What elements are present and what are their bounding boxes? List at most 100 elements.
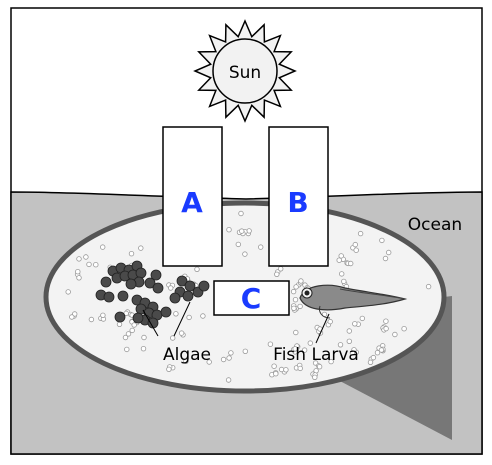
particle-speck <box>186 314 192 321</box>
particle-speck <box>379 237 385 244</box>
particle-speck <box>178 330 185 336</box>
particle-speck <box>93 262 99 268</box>
particle-speck <box>100 312 106 318</box>
particle-speck <box>339 271 345 277</box>
particle-speck <box>267 341 274 347</box>
sun-icon <box>193 19 297 123</box>
particle-speck <box>183 358 189 364</box>
particle-speck <box>173 311 179 317</box>
box-a-label: A <box>181 186 203 219</box>
particle-speck <box>124 346 130 353</box>
algae-cell <box>114 311 126 323</box>
particle-speck <box>128 250 135 257</box>
fish-larva-icon <box>299 284 408 319</box>
particle-speck <box>293 284 299 290</box>
particle-speck <box>338 253 344 259</box>
particle-speck <box>297 365 303 372</box>
particle-speck <box>65 289 71 295</box>
particle-speck <box>292 297 299 303</box>
algae-cell <box>152 282 164 294</box>
particle-speck <box>298 278 304 284</box>
particle-speck <box>167 285 174 291</box>
algae-cluster <box>95 260 210 329</box>
fish-larva-label: Fish Larva <box>273 345 359 365</box>
particle-speck <box>99 244 106 250</box>
particle-speck <box>228 350 234 356</box>
particle-speck <box>76 256 82 262</box>
particle-speck <box>88 316 95 323</box>
particle-speck <box>206 359 212 365</box>
box-c-label: C <box>241 282 262 315</box>
particle-speck <box>238 210 244 217</box>
particle-speck <box>367 359 374 365</box>
box-a <box>162 126 223 267</box>
particle-speck <box>283 367 289 373</box>
particle-speck <box>328 358 334 365</box>
particle-speck <box>129 327 135 334</box>
ocean-label: Ocean <box>408 215 462 235</box>
algae-cell <box>169 292 181 304</box>
particle-speck <box>374 350 381 356</box>
particle-speck <box>316 364 323 370</box>
algae-cell <box>117 290 129 302</box>
algae-cell <box>182 290 194 302</box>
particle-speck <box>271 363 277 369</box>
particle-speck <box>235 241 241 248</box>
algae-pointer-line <box>142 309 159 337</box>
particle-speck <box>336 257 342 263</box>
particle-speck <box>86 261 92 268</box>
fish-pointer-line <box>315 313 330 344</box>
particle-speck <box>341 278 347 285</box>
box-c <box>213 280 290 316</box>
particle-speck <box>293 329 299 336</box>
particle-speck <box>225 377 232 383</box>
particle-speck <box>258 244 264 250</box>
particle-speck <box>292 346 298 352</box>
algae-cell <box>125 278 137 290</box>
particle-speck <box>226 226 232 233</box>
particle-speck <box>386 249 392 256</box>
particle-speck <box>359 315 365 322</box>
particle-speck <box>125 331 132 337</box>
algae-cell <box>160 306 172 318</box>
particle-speck <box>278 266 284 272</box>
particle-speck <box>69 314 75 320</box>
particle-speck <box>75 269 81 275</box>
algae-label: Algae <box>163 345 211 365</box>
particle-speck <box>346 328 352 334</box>
particle-speck <box>401 326 407 332</box>
particle-speck <box>220 356 227 363</box>
algae-cell <box>132 312 144 324</box>
particle-speck <box>349 350 356 356</box>
algae-cell <box>100 276 112 288</box>
particle-speck <box>83 254 89 260</box>
particle-speck <box>140 346 147 352</box>
particle-speck <box>357 230 364 237</box>
particle-speck <box>337 342 344 348</box>
particle-speck <box>194 266 200 272</box>
particle-speck <box>242 348 248 354</box>
particle-speck <box>352 321 358 327</box>
algae-cell <box>176 275 188 287</box>
particle-speck <box>200 313 206 319</box>
particle-speck <box>353 247 359 253</box>
particle-speck <box>278 366 285 373</box>
particle-speck <box>327 318 333 325</box>
particle-speck <box>246 228 252 234</box>
particle-speck <box>301 347 308 353</box>
algae-cell <box>144 277 156 289</box>
particle-speck <box>238 228 245 234</box>
particle-speck <box>392 331 398 338</box>
box-b-label: B <box>287 186 308 219</box>
box-b <box>268 126 329 267</box>
algae-cell <box>198 280 210 292</box>
particle-speck <box>169 335 176 341</box>
algae-pointer-line <box>173 301 191 337</box>
particle-speck <box>290 288 297 295</box>
particle-speck <box>383 325 389 332</box>
algae-cell <box>135 267 147 279</box>
algae-cell <box>103 291 115 303</box>
particle-speck <box>382 255 389 262</box>
particle-speck <box>307 340 313 346</box>
